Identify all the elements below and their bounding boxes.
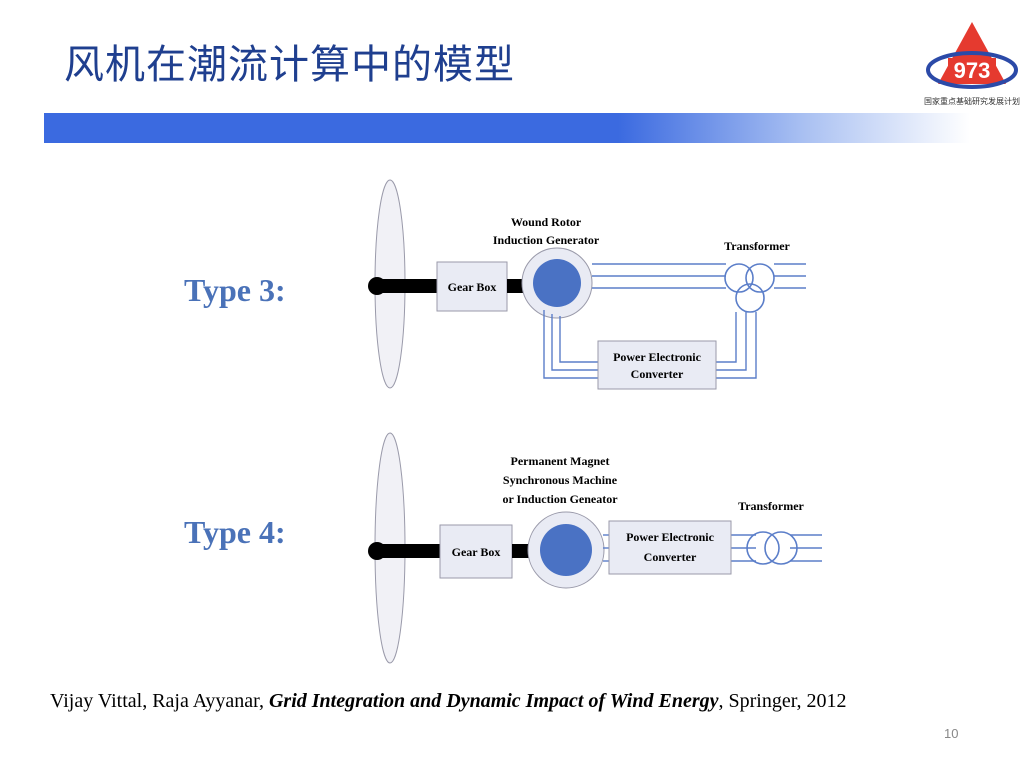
type3-transformer bbox=[724, 263, 775, 313]
type4-machine-label-1: Permanent Magnet bbox=[511, 454, 610, 468]
type3-generator-rotor bbox=[533, 259, 581, 307]
type4-gearbox bbox=[439, 524, 513, 579]
page-number: 10 bbox=[944, 726, 959, 741]
type4-lines bbox=[603, 534, 822, 562]
type3-shaft bbox=[377, 279, 437, 293]
type4-machine-rotor bbox=[540, 524, 592, 576]
type4-converter-label-2: Converter bbox=[644, 550, 697, 564]
type3-converter-label-1: Power Electronic bbox=[613, 350, 702, 364]
type3-generator-label-2: Induction Generator bbox=[493, 233, 600, 247]
type4-transformer-label: Transformer bbox=[738, 499, 804, 513]
logo-number: 973 bbox=[954, 58, 991, 83]
type4-machine-label-2: Synchronous Machine bbox=[503, 473, 618, 487]
type4-shaft bbox=[377, 544, 440, 558]
type4-converter bbox=[608, 520, 732, 575]
citation-authors: Vijay Vittal, Raja Ayyanar, bbox=[50, 690, 269, 712]
type3-stator-lines bbox=[592, 263, 806, 289]
type4-transformer bbox=[746, 531, 798, 565]
type4-converter-label-1: Power Electronic bbox=[626, 530, 715, 544]
type3-label: Type 3: bbox=[184, 272, 286, 308]
type3-converter-label-2: Converter bbox=[631, 367, 684, 381]
type3-rotor-lines bbox=[543, 310, 757, 379]
logo-caption: 国家重点基础研究发展计划 bbox=[924, 97, 1020, 106]
type4-label: Type 4: bbox=[184, 514, 286, 550]
citation-publisher: , Springer, 2012 bbox=[718, 690, 847, 712]
type4-gearbox-label: Gear Box bbox=[452, 545, 501, 559]
type4-machine-label-3: or Induction Geneator bbox=[502, 492, 618, 506]
program-973-logo: 973 bbox=[926, 22, 1018, 89]
type3-converter bbox=[597, 340, 717, 390]
slide-title: 风机在潮流计算中的模型 bbox=[64, 42, 515, 88]
type3-gearbox-label: Gear Box bbox=[448, 280, 497, 294]
header-band bbox=[44, 113, 970, 143]
type3-generator-label-1: Wound Rotor bbox=[511, 215, 582, 229]
citation-book-title: Grid Integration and Dynamic Impact of W… bbox=[268, 690, 719, 712]
citation: Vijay Vittal, Raja Ayyanar, Grid Integra… bbox=[50, 690, 847, 713]
type3-gearbox bbox=[436, 261, 508, 312]
type3-diagram: Gear Box Wound Rotor Induction Generator… bbox=[368, 179, 806, 390]
type3-transformer-label: Transformer bbox=[724, 239, 790, 253]
type4-diagram: Gear Box Permanent Magnet Synchronous Ma… bbox=[368, 432, 822, 664]
